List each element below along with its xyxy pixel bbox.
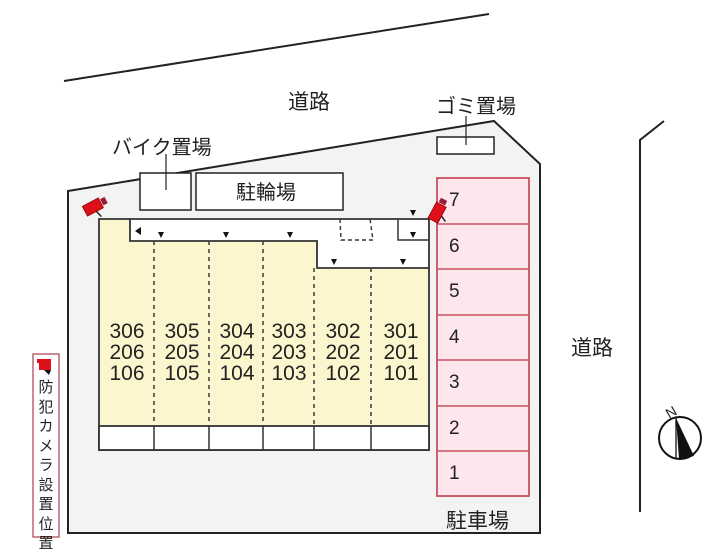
camera-legend-text: 防犯カメラ設置位置 bbox=[35, 378, 57, 554]
unit-dividers bbox=[153, 241, 372, 426]
security-camera-icon bbox=[427, 197, 448, 224]
unit-number: 204 bbox=[219, 341, 255, 364]
entrance-arrows bbox=[135, 210, 416, 265]
unit-number: 201 bbox=[383, 341, 419, 364]
parking-slot-4: 4 bbox=[449, 327, 460, 348]
unit-number: 304 bbox=[219, 320, 255, 343]
unit-number: 305 bbox=[164, 320, 200, 343]
parking-slot-1: 1 bbox=[449, 463, 460, 484]
parking-slot-6: 6 bbox=[449, 236, 460, 257]
bicycle-parking-area bbox=[195, 172, 344, 211]
car-parking-label: 駐車場 bbox=[446, 509, 509, 533]
security-camera-icon bbox=[37, 359, 51, 375]
unit-number: 302 bbox=[325, 320, 361, 343]
camera-legend-label: 防犯カメラ設置位置 bbox=[38, 378, 54, 552]
unit-column-304: 304 204 104 bbox=[211, 321, 263, 384]
unit-column-303: 303 203 103 bbox=[263, 321, 315, 384]
bicycle-parking-label: 駐輪場 bbox=[236, 180, 296, 204]
unit-number: 205 bbox=[164, 341, 200, 364]
road-edge-right bbox=[639, 120, 665, 512]
unit-number: 203 bbox=[271, 341, 307, 364]
unit-number: 101 bbox=[383, 362, 419, 385]
unit-number: 106 bbox=[109, 362, 145, 385]
road-label-top: 道路 bbox=[288, 90, 330, 114]
unit-number: 104 bbox=[219, 362, 255, 385]
building bbox=[99, 219, 429, 450]
unit-number: 202 bbox=[325, 341, 361, 364]
unit-number: 301 bbox=[383, 320, 419, 343]
road-label-right: 道路 bbox=[571, 336, 613, 360]
unit-number: 303 bbox=[271, 320, 307, 343]
camera-legend bbox=[32, 353, 60, 538]
security-camera-icon bbox=[81, 196, 108, 218]
parking-lot bbox=[436, 177, 530, 497]
unit-column-305: 305 205 105 bbox=[156, 321, 208, 384]
parking-slot-2: 2 bbox=[449, 418, 460, 439]
unit-number: 105 bbox=[164, 362, 200, 385]
parking-slot-3: 3 bbox=[449, 372, 460, 393]
unit-number: 103 bbox=[271, 362, 307, 385]
unit-number: 102 bbox=[325, 362, 361, 385]
garbage-area-label: ゴミ置場 bbox=[436, 94, 516, 118]
unit-number: 306 bbox=[109, 320, 145, 343]
north-compass-icon bbox=[658, 416, 702, 460]
unit-column-301: 301 201 101 bbox=[375, 321, 427, 384]
road-edge-top bbox=[63, 13, 490, 82]
unit-column-306: 306 206 106 bbox=[101, 321, 153, 384]
parking-slot-5: 5 bbox=[449, 281, 460, 302]
parking-slot-7: 7 bbox=[449, 190, 460, 211]
unit-number: 206 bbox=[109, 341, 145, 364]
bike-parking-label: バイク置場 bbox=[112, 135, 212, 159]
unit-column-302: 302 202 102 bbox=[317, 321, 369, 384]
